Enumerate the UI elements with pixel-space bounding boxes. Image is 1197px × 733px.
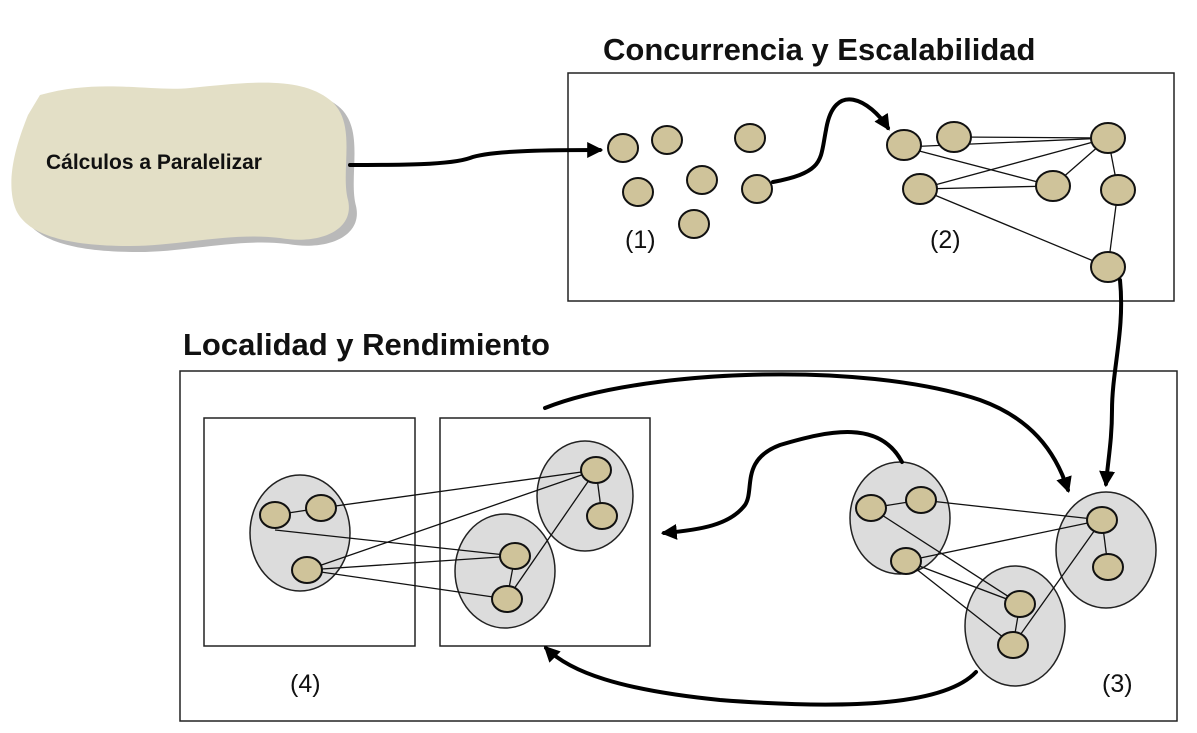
step2-label: (2) <box>930 226 961 254</box>
node <box>580 456 612 484</box>
node <box>734 123 766 153</box>
step2-graph <box>886 121 1136 283</box>
node <box>259 501 291 529</box>
node <box>499 542 531 570</box>
node <box>1092 553 1124 581</box>
node <box>622 177 654 207</box>
step4-graph <box>249 440 634 629</box>
node <box>902 173 938 205</box>
input-blob-label: Cálculos a Paralelizar <box>46 151 262 174</box>
node <box>586 502 618 530</box>
node <box>1090 122 1126 154</box>
node <box>1100 174 1136 206</box>
arrow-step3-to-step4-bottom <box>543 645 978 707</box>
arrow-step4-to-step3-top <box>543 372 1072 494</box>
step4-label: (4) <box>290 670 321 698</box>
arrow-input-to-step1 <box>348 142 604 167</box>
arrow-step3-to-step4-middle <box>660 430 904 540</box>
node <box>651 125 683 155</box>
title-concurrency: Concurrencia y Escalabilidad <box>603 32 1035 67</box>
input-blob: Cálculos a Paralelizar <box>11 82 357 252</box>
node <box>607 133 639 163</box>
node <box>686 165 718 195</box>
step1-nodes <box>607 123 773 239</box>
node <box>678 209 710 239</box>
locality-box <box>179 370 1178 722</box>
title-locality: Localidad y Rendimiento <box>183 327 550 362</box>
node <box>1086 506 1118 534</box>
step3-graph <box>849 461 1157 687</box>
node <box>905 486 937 514</box>
node <box>890 547 922 575</box>
step1-label: (1) <box>625 226 656 254</box>
arrow-step1-to-step2 <box>771 97 890 184</box>
node <box>1090 251 1126 283</box>
node <box>1004 590 1036 618</box>
node <box>886 129 922 161</box>
node <box>1035 170 1071 202</box>
node <box>741 174 773 204</box>
node <box>997 631 1029 659</box>
cluster <box>454 513 556 629</box>
concurrency-box <box>567 72 1175 302</box>
node <box>936 121 972 153</box>
node <box>855 494 887 522</box>
node <box>305 494 337 522</box>
step3-label: (3) <box>1102 670 1133 698</box>
node <box>491 585 523 613</box>
node <box>291 556 323 584</box>
arrow-step2-to-step3 <box>1099 278 1124 488</box>
cluster <box>964 565 1066 687</box>
